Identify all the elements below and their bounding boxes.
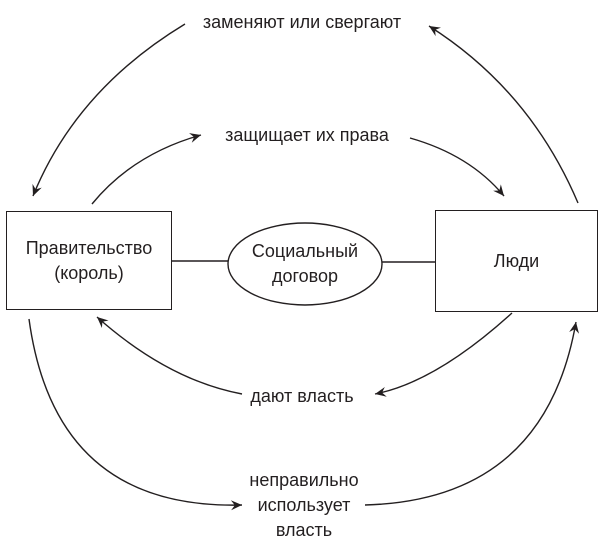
edge-label-misuse-power: неправильно использует власть: [249, 470, 359, 540]
node-social-contract-label: Социальный договор: [251, 241, 359, 286]
node-social-contract: Социальный договор: [228, 223, 382, 305]
arc-overthrow-left: [32, 23, 186, 197]
arc-protect-left: [91, 133, 202, 205]
edge-label-give-power: дают власть: [250, 386, 354, 406]
node-people-label: Люди: [493, 250, 540, 271]
node-people: Люди: [435, 210, 598, 312]
edge-label-protects-rights: защищает их права: [225, 125, 389, 145]
arc-overthrow-right: [428, 25, 579, 204]
arc-protect-right: [409, 137, 505, 197]
arc-give-left: [96, 316, 243, 395]
arc-give-right: [374, 312, 513, 397]
node-social-contract-shape: [227, 222, 383, 306]
node-government: Правительство (король): [6, 211, 172, 310]
arc-misuse-left: [28, 318, 243, 511]
edge-label-replace-overthrow: заменяют или свергают: [202, 12, 402, 32]
arc-misuse-right: [364, 321, 580, 506]
node-government-label: Правительство (король): [25, 237, 153, 283]
